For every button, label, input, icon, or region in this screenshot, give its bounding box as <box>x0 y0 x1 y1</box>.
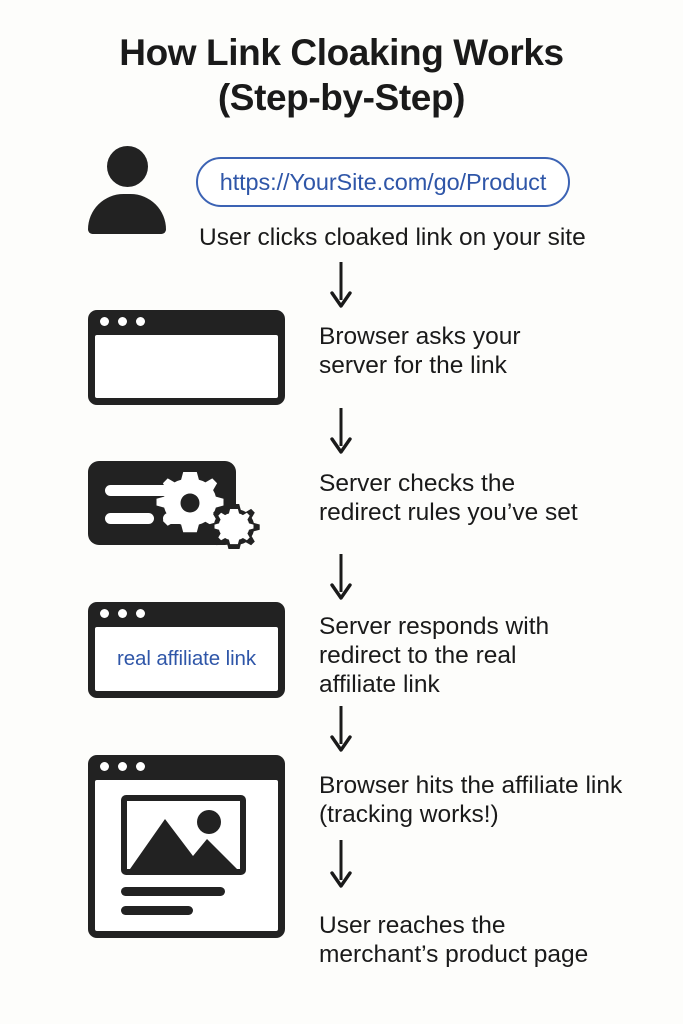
window-dot-icon <box>100 761 109 771</box>
down-arrow-icon <box>330 554 352 602</box>
browser-titlebar <box>88 755 285 777</box>
down-arrow-icon <box>330 408 352 456</box>
down-arrow-icon <box>330 840 352 890</box>
page-title: How Link Cloaking Works (Step-by-Step) <box>0 30 683 120</box>
down-arrow-icon <box>330 262 352 310</box>
step-5-caption: Browser hits the affiliate link (trackin… <box>319 772 623 829</box>
window-dot-icon <box>136 608 145 618</box>
real-affiliate-link-text[interactable]: real affiliate link <box>116 647 257 670</box>
cloaked-url-field[interactable]: https://YourSite.com/go/Product <box>196 157 570 207</box>
person-head-shape <box>107 146 148 187</box>
browser-window-icon <box>88 310 285 405</box>
server-gears-icon <box>88 461 264 549</box>
browser-titlebar <box>88 602 285 624</box>
browser-titlebar <box>88 310 285 332</box>
browser-content-area <box>95 335 278 398</box>
sun-shape <box>197 810 221 834</box>
browser-window-link-icon: real affiliate link <box>88 602 285 698</box>
cloaked-url-text: https://YourSite.com/go/Product <box>219 168 547 195</box>
window-dot-icon <box>136 761 145 771</box>
step-4-caption: Server responds with redirect to the rea… <box>319 613 550 699</box>
gear-large-icon <box>156 472 224 533</box>
title-line-1: How Link Cloaking Works <box>119 32 564 73</box>
image-placeholder-icon <box>121 795 246 875</box>
browser-content-area <box>95 780 278 931</box>
window-dot-icon <box>118 316 127 326</box>
person-body-shape <box>88 194 166 234</box>
window-dot-icon <box>118 761 127 771</box>
text-placeholder-line <box>121 906 193 915</box>
step-6-caption: User reaches the merchant’s product page <box>319 912 589 969</box>
step-1-caption: User clicks cloaked link on your site <box>199 224 586 251</box>
window-dot-icon <box>100 316 109 326</box>
window-dot-icon <box>136 316 145 326</box>
person-icon <box>88 146 166 234</box>
down-arrow-icon <box>330 706 352 754</box>
window-dot-icon <box>118 608 127 618</box>
browser-window-product-page-icon <box>88 755 285 938</box>
step-3-caption: Server checks the redirect rules you’ve … <box>319 470 578 527</box>
text-placeholder-line <box>121 887 225 896</box>
mountain-shape <box>130 819 237 869</box>
step-2-caption: Browser asks your server for the link <box>319 323 521 380</box>
window-dot-icon <box>100 608 109 618</box>
browser-content-area: real affiliate link <box>95 627 278 691</box>
title-line-2: (Step-by-Step) <box>217 77 466 119</box>
gear-small-icon <box>208 504 260 549</box>
